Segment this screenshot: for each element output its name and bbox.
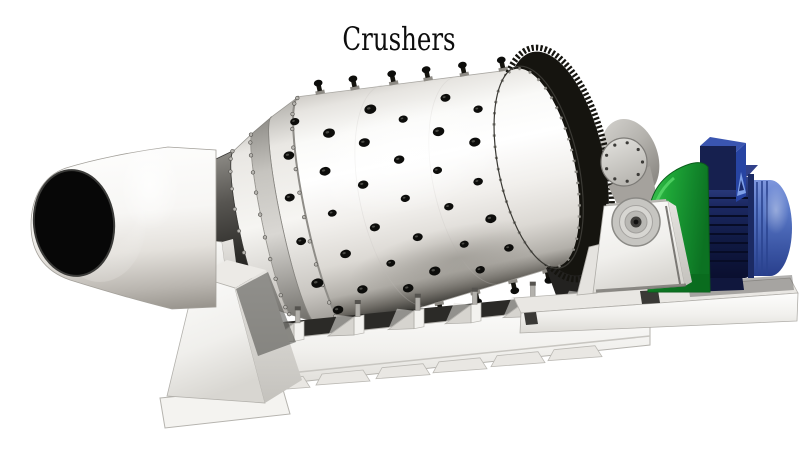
pinion-bearing <box>611 197 661 247</box>
pinion-bearing-pedestal <box>576 197 692 296</box>
page-title: Crushers <box>342 21 455 59</box>
feed-opening <box>32 169 116 277</box>
drum-shadow-on-pedestal <box>236 272 296 356</box>
feed-end-pedestal <box>159 238 302 429</box>
feed-cone <box>30 140 217 310</box>
motor-cowl-ring <box>748 174 754 278</box>
